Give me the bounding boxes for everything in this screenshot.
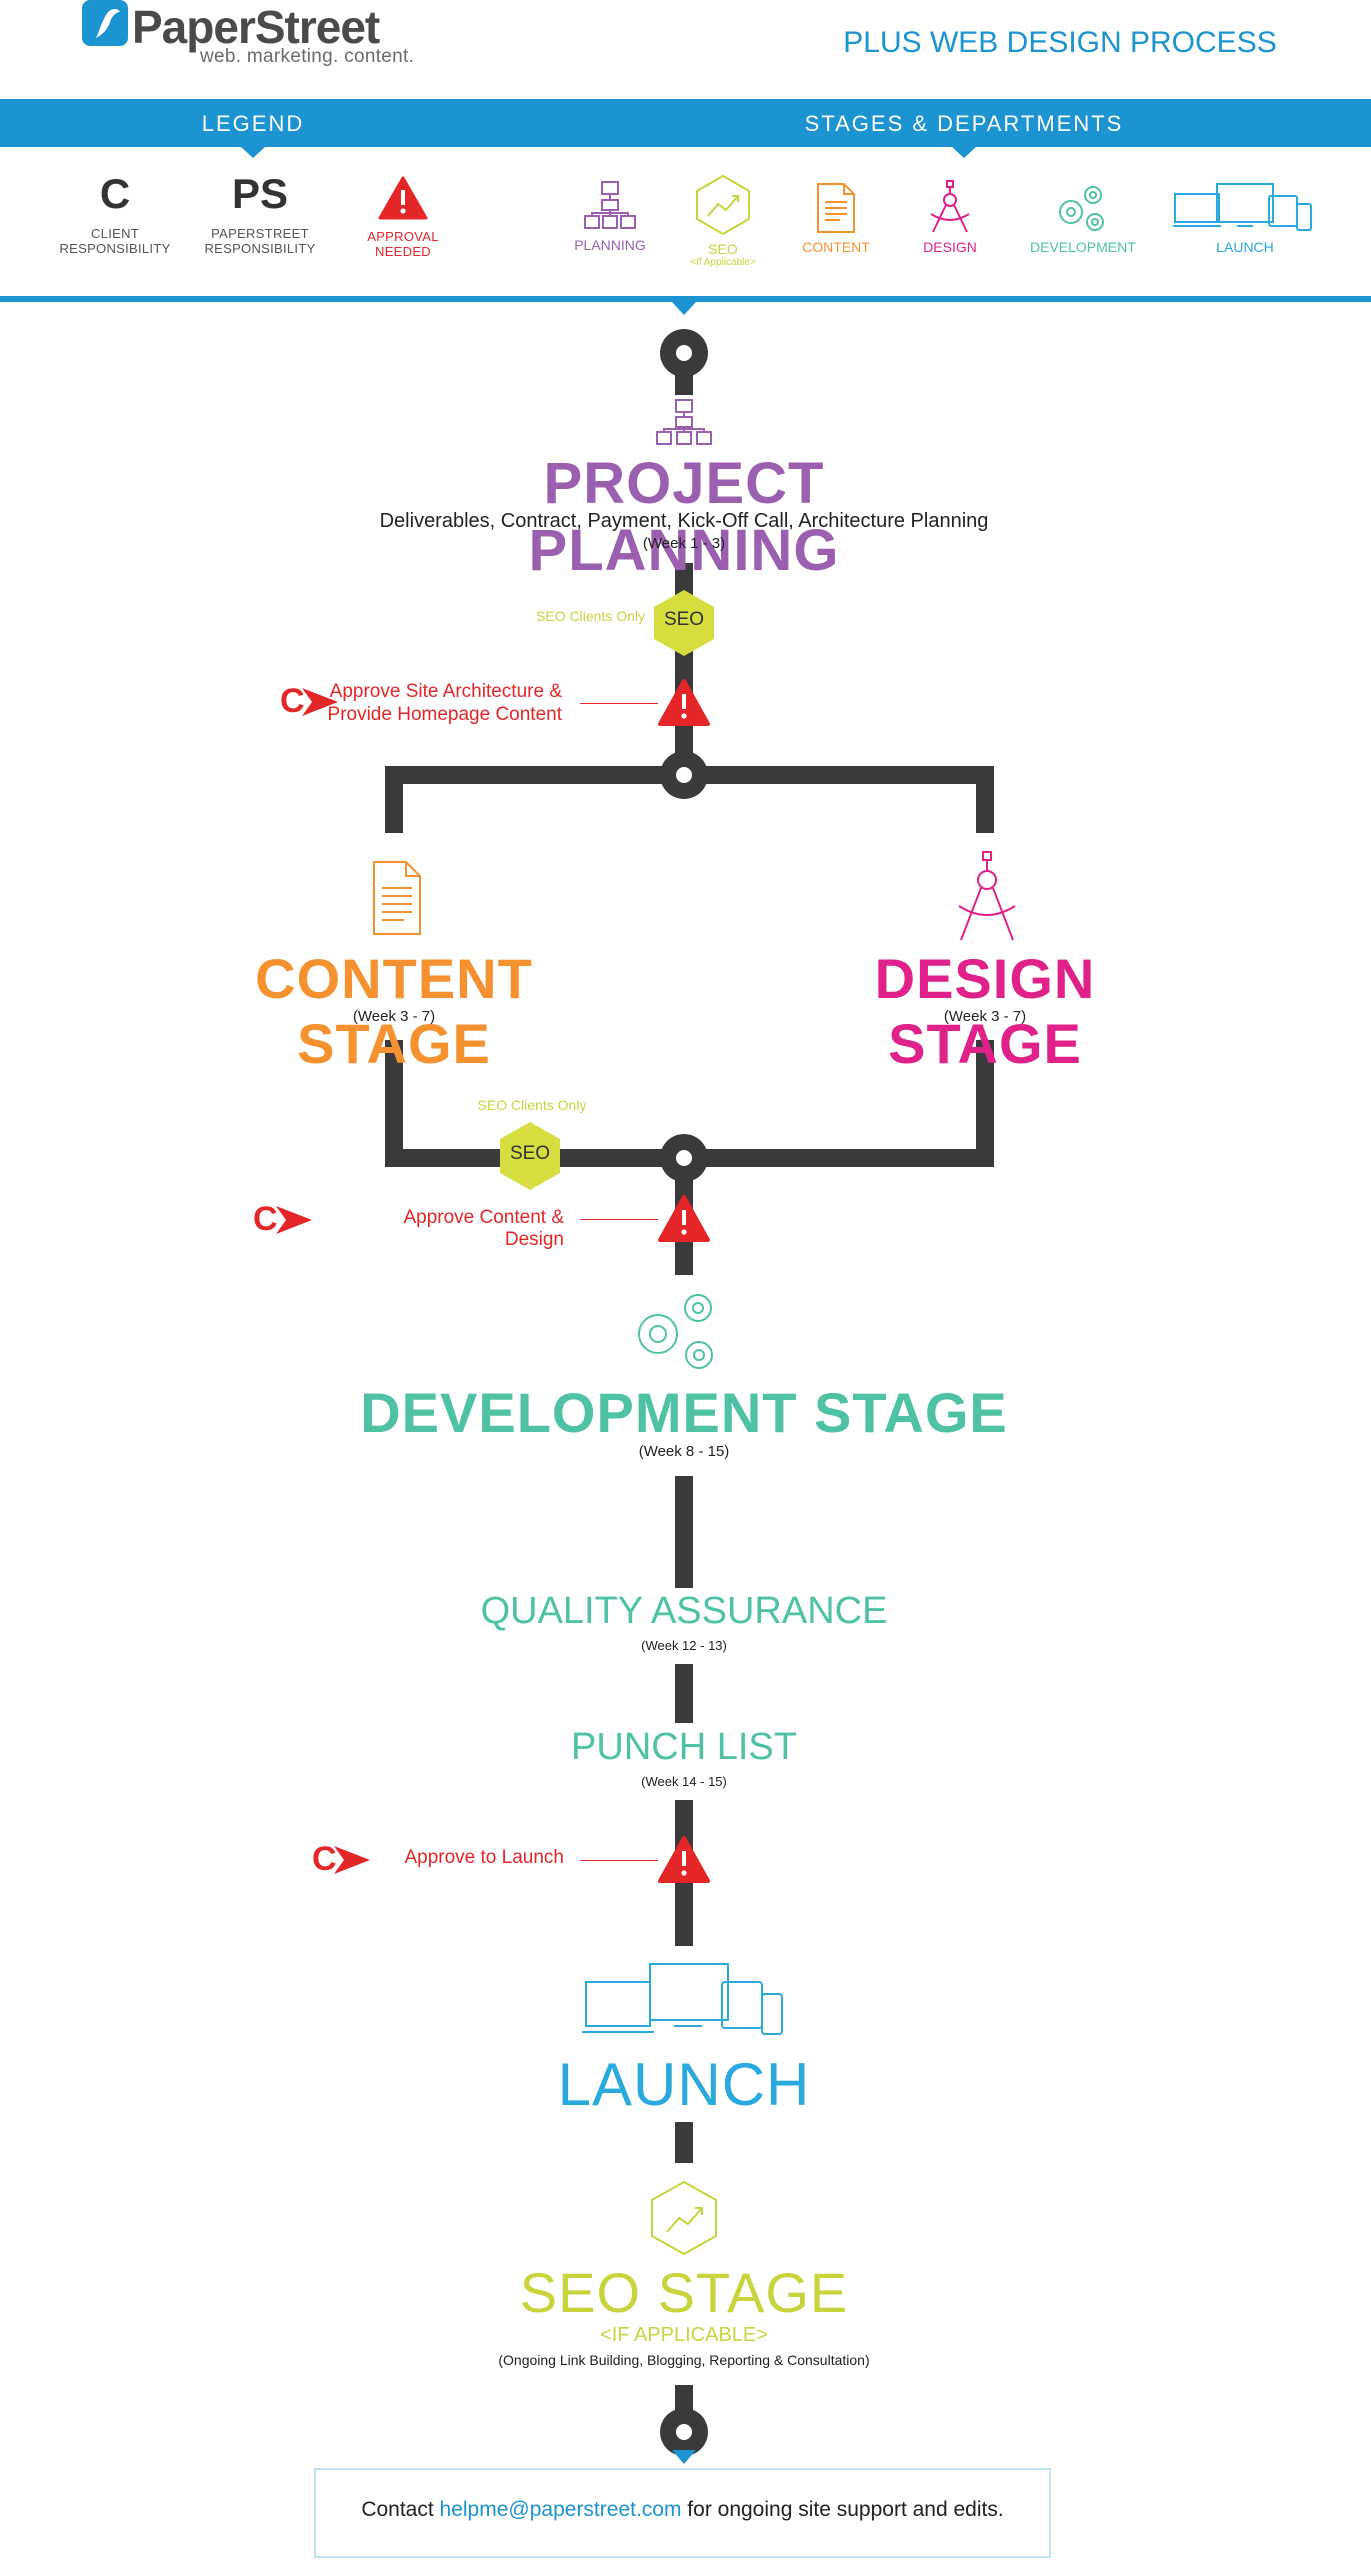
legend-caption: RESPONSIBILITY (204, 241, 316, 256)
stage-seo: SEO <If Applicable> (683, 174, 763, 268)
contact-box (314, 2468, 1051, 2558)
warning-icon (658, 1836, 710, 1883)
warning-icon (658, 679, 710, 726)
client-arrow-icon (276, 1206, 312, 1234)
planning-description: Deliverables, Contract, Payment, Kick-Of… (379, 510, 989, 532)
stage-planning: PLANNING (570, 180, 650, 253)
stage-content: CONTENT (796, 182, 876, 255)
legend-client: C CLIENT RESPONSIBILITY (55, 170, 175, 256)
planning-sitemap-icon (656, 399, 712, 445)
compass-icon (930, 180, 970, 233)
client-marker: C (280, 682, 305, 720)
legend-caption: APPROVAL (367, 229, 439, 244)
brand-logo[interactable] (82, 0, 412, 70)
logo-tagline: web. marketing. content. (200, 46, 415, 67)
contact-suffix: for ongoing site support and edits. (681, 2498, 1004, 2521)
punch-list-weeks: (Week 14 - 15) (641, 1774, 727, 1789)
document-icon (817, 183, 855, 233)
contact-email-link[interactable]: helpme@paperstreet.com (439, 2498, 682, 2521)
development-stage-title: DEVELOPMENT STAGE (360, 1381, 1008, 1444)
seo-badge-label: SEO (663, 609, 705, 630)
gears-icon (1059, 186, 1104, 231)
legend-caption: NEEDED (375, 244, 431, 259)
content-stage-weeks: (Week 3 - 7) (352, 1008, 436, 1025)
header-band (0, 99, 1371, 147)
seo-stage-title: SEO STAGE (519, 2261, 849, 2324)
seo-clients-note: SEO Clients Only (536, 608, 645, 624)
development-stage-weeks: (Week 8 - 15) (638, 1443, 730, 1460)
approval-leader-line (580, 1219, 658, 1220)
stage-label: DESIGN (923, 239, 977, 255)
divider-notch (672, 302, 696, 315)
planning-title: PROJECT PLANNING (528, 451, 840, 583)
legend-caption: PAPERSTREET (211, 226, 309, 241)
legend-caption: CLIENT (90, 226, 140, 241)
paperstreet-logo-icon (82, 0, 128, 46)
approval-text: Provide Homepage Content (327, 704, 562, 725)
legend-notch (241, 147, 265, 158)
legend-title: LEGEND (201, 111, 305, 136)
approval-architecture: Approve Site Architecture & Provide Home… (300, 680, 562, 726)
sitemap-icon (584, 181, 636, 229)
legend-paperstreet: PS PAPERSTREET RESPONSIBILITY (200, 170, 320, 256)
warning-icon (378, 176, 428, 220)
stage-label: CONTENT (802, 239, 870, 255)
launch-devices-icon (582, 1963, 783, 2035)
warning-icon (658, 1195, 710, 1242)
stage-launch: LAUNCH (1165, 182, 1325, 255)
client-marker: C (253, 1200, 278, 1238)
approval-leader-line (580, 1860, 658, 1861)
design-stage-weeks: (Week 3 - 7) (943, 1008, 1027, 1025)
contact-prefix: Contact (361, 2498, 440, 2521)
qa-weeks: (Week 12 - 13) (641, 1638, 727, 1653)
legend-approval: APPROVAL NEEDED (343, 176, 463, 259)
qa-title: QUALITY ASSURANCE (480, 1590, 888, 1632)
seo-hexagon-badge (500, 1122, 560, 1190)
stage-sublabel: <If Applicable> (690, 257, 756, 268)
approval-launch: Approve to Launch (404, 1847, 564, 1868)
seo-clients-note: SEO Clients Only (477, 1097, 587, 1113)
stage-label: DEVELOPMENT (1030, 239, 1136, 255)
content-document-icon (373, 861, 421, 935)
content-stage-title: CONTENT STAGE (255, 947, 533, 1075)
approval-leader-line (580, 703, 658, 704)
track-nodes (660, 329, 708, 2464)
logo-wordmark: PaperStreet (132, 1, 380, 53)
devices-icon (1173, 183, 1312, 231)
seo-badge-label: SEO (509, 1143, 551, 1164)
approval-text: Approve Site Architecture & (329, 681, 562, 702)
client-symbol: C (99, 170, 131, 217)
launch-title: LAUNCH (557, 2051, 811, 2118)
planning-weeks: (Week 1 - 3) (642, 535, 726, 552)
seo-stage-subtitle: <IF APPLICABLE> (600, 2324, 768, 2346)
punch-list-title: PUNCH LIST (571, 1726, 797, 1768)
header-divider (0, 296, 1371, 302)
approval-content-design: Approve Content & Design (403, 1207, 564, 1250)
stage-development: DEVELOPMENT (1030, 182, 1136, 255)
stage-label: SEO (708, 241, 738, 257)
client-arrow-icon (334, 1846, 370, 1874)
client-arrow-icon (302, 688, 338, 716)
development-gears-icon (638, 1294, 713, 1369)
seo-stage-description: (Ongoing Link Building, Blogging, Report… (498, 2352, 870, 2368)
stage-label: PLANNING (574, 237, 646, 253)
contact-line: Contact helpme@paperstreet.com for ongoi… (314, 2498, 1051, 2522)
paperstreet-symbol: PS (231, 170, 289, 217)
design-compass-icon (958, 851, 1016, 941)
seo-hexagon-badge (654, 590, 714, 656)
stages-title: STAGES & DEPARTMENTS (804, 111, 1124, 136)
stage-label: LAUNCH (1216, 239, 1274, 255)
client-marker: C (312, 1840, 337, 1878)
legend-caption: RESPONSIBILITY (59, 241, 171, 256)
design-stage-title: DESIGN STAGE (874, 947, 1096, 1075)
page-title: PLUS WEB DESIGN PROCESS (843, 26, 1277, 59)
stage-design: DESIGN (910, 180, 990, 255)
stages-notch (952, 147, 976, 158)
seo-hexagon-icon (696, 174, 750, 236)
seo-stage-hexagon-icon (651, 2180, 717, 2256)
